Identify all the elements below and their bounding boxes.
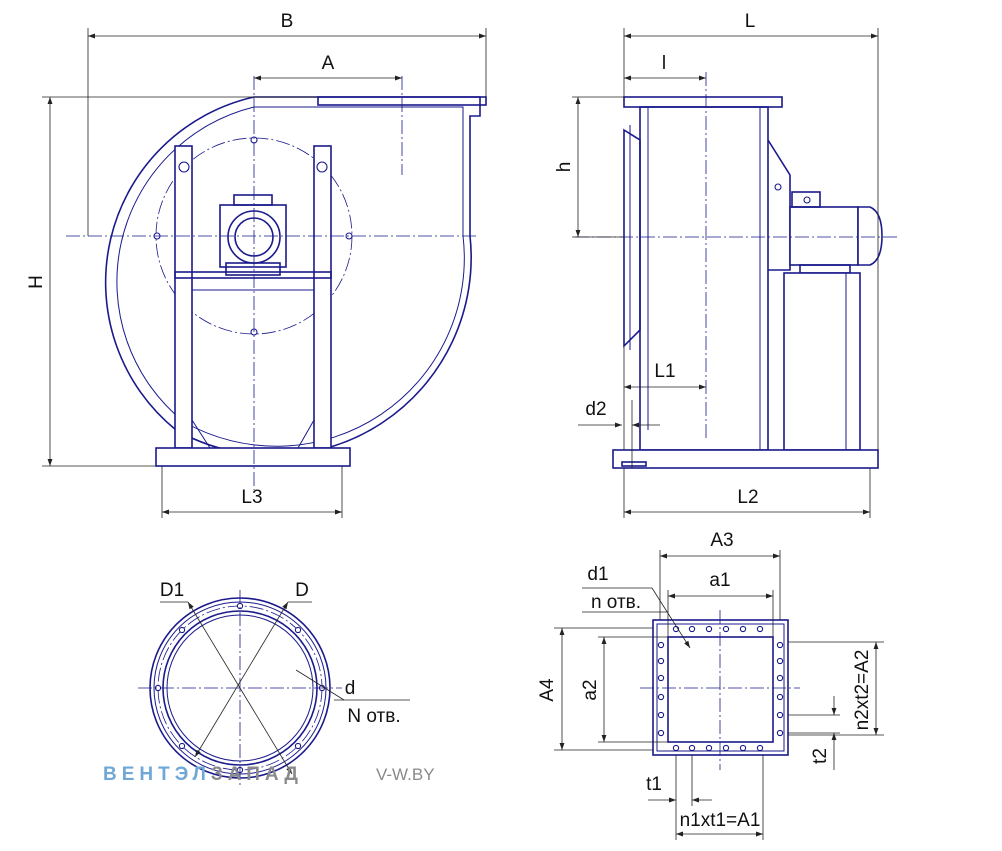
dim-N-label: N отв. xyxy=(347,706,400,727)
front-motor-terminal-box xyxy=(233,194,273,206)
dim-A-label: A xyxy=(322,53,335,74)
dim-d2-label: d2 xyxy=(585,399,606,420)
inlet-hole xyxy=(178,626,186,634)
dim-A4-label: A4 xyxy=(537,678,558,702)
dim-d1-label: d1 xyxy=(587,564,608,585)
side-terminal-screw xyxy=(803,196,811,204)
inlet-flange-view: D1 D d N отв. xyxy=(138,580,410,786)
dim-n-label: n отв. xyxy=(591,592,641,613)
side-motor-body xyxy=(789,206,859,266)
front-lower-hopper xyxy=(191,419,315,449)
side-inlet-cone xyxy=(623,128,641,348)
dim-h-label: h xyxy=(554,162,575,173)
side-top-flange xyxy=(623,96,783,108)
outlet-outer-square xyxy=(652,619,789,756)
dim-t2-label: t2 xyxy=(810,748,831,764)
outlet-bolt-holes-right xyxy=(776,641,784,737)
watermark-brand-part1: ВЕНТЭЛ xyxy=(103,764,211,785)
watermark-brand-part2: ЗАПАД xyxy=(211,764,303,785)
outlet-bolt-holes-left xyxy=(657,641,665,737)
outlet-hole xyxy=(657,711,665,719)
watermark: ВЕНТЭЛЗАПАД V-W.BY xyxy=(103,764,435,785)
inlet-hole xyxy=(294,742,302,750)
front-frame-left-column xyxy=(174,145,193,449)
outlet-flange-view: A3 a1 d1 n отв. A4 a2 n2xt2=A2 t2 xyxy=(537,530,884,840)
side-view: L l h L1 d2 L2 xyxy=(554,11,900,518)
front-base xyxy=(155,447,351,467)
outlet-bolt-holes-bottom xyxy=(672,744,764,752)
outlet-hole xyxy=(705,744,713,752)
dim-d-leader-1 xyxy=(295,669,345,701)
outlet-hole xyxy=(657,674,665,682)
outlet-hole xyxy=(756,744,764,752)
dim-D-label: D xyxy=(295,580,309,601)
dim-l-label: l xyxy=(662,53,666,74)
outlet-hole xyxy=(756,625,764,633)
side-motor-foot xyxy=(799,264,851,274)
outlet-hole xyxy=(776,693,784,701)
dim-L-label: L xyxy=(745,11,756,32)
side-motor-endcap xyxy=(857,206,883,266)
outlet-hole xyxy=(776,657,784,665)
outlet-hole xyxy=(739,625,747,633)
outlet-hole xyxy=(776,674,784,682)
dim-A3-label: A3 xyxy=(710,530,733,551)
watermark-site: V-W.BY xyxy=(376,765,435,784)
dim-L3-label: L3 xyxy=(241,487,262,508)
side-bracket-bolt xyxy=(774,183,782,191)
outlet-hole xyxy=(657,641,665,649)
outlet-hole xyxy=(776,729,784,737)
outlet-hole xyxy=(688,744,696,752)
outlet-hole xyxy=(776,711,784,719)
inlet-hole xyxy=(294,626,302,634)
dim-L2-label: L2 xyxy=(737,487,758,508)
outlet-outer-square-2 xyxy=(656,623,785,752)
side-base xyxy=(612,449,879,469)
watermark-brand: ВЕНТЭЛЗАПАД xyxy=(103,764,303,785)
side-base-clamp xyxy=(621,461,647,467)
dim-B-label: B xyxy=(281,11,294,32)
side-housing xyxy=(639,106,769,451)
outlet-hole xyxy=(705,625,713,633)
side-motor-bracket xyxy=(767,139,791,271)
outlet-hole xyxy=(657,657,665,665)
outlet-hole xyxy=(688,625,696,633)
outlet-hole xyxy=(672,744,680,752)
front-column-bolt-left xyxy=(178,161,190,173)
dim-a1-label: a1 xyxy=(709,570,730,591)
dim-D1-label: D1 xyxy=(160,580,184,601)
front-housing-outer xyxy=(104,96,481,457)
outlet-hole xyxy=(722,625,730,633)
outlet-hole xyxy=(657,729,665,737)
dim-a2-label: a2 xyxy=(580,679,601,700)
inlet-hole xyxy=(178,742,186,750)
dim-t1-label: t1 xyxy=(646,774,662,795)
outlet-bolt-holes-top xyxy=(672,625,764,633)
front-column-bolt-right xyxy=(316,161,328,173)
front-housing-inner xyxy=(116,106,465,447)
dim-d1-leader xyxy=(651,587,691,649)
side-support-pedestal xyxy=(783,272,861,451)
dim-L1-label: L1 xyxy=(654,361,675,382)
front-frame-right-column xyxy=(313,145,332,449)
outlet-hole xyxy=(657,693,665,701)
front-motor-plate xyxy=(174,271,332,279)
outlet-hole xyxy=(722,744,730,752)
dim-A1-label: n1xt1=A1 xyxy=(680,810,761,831)
outlet-inner-square xyxy=(667,636,774,743)
outlet-hole xyxy=(776,641,784,649)
outlet-hole xyxy=(739,744,747,752)
front-view: B A H L3 xyxy=(26,11,487,518)
dim-H-label: H xyxy=(26,275,47,289)
side-motor-terminal-box xyxy=(791,191,821,208)
dim-D-line xyxy=(194,601,289,758)
dim-A2-label: n2xt2=A2 xyxy=(852,650,873,731)
dim-d-label: d xyxy=(345,678,356,699)
